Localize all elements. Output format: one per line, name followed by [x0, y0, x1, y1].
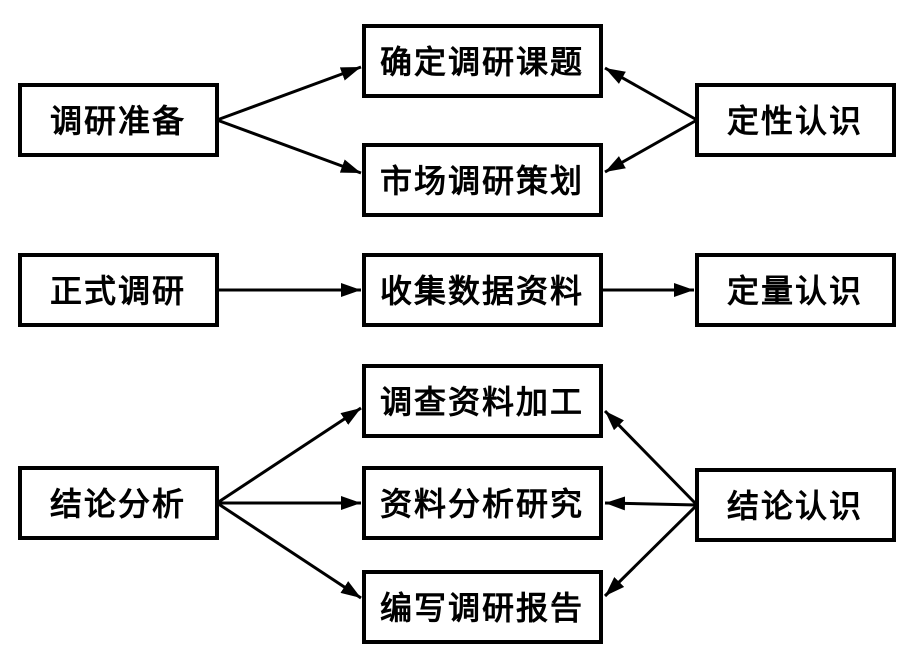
node-quantitative-label: 定量认识 [727, 272, 863, 310]
node-qualitative-box [695, 83, 896, 157]
node-data-analysis: 资料分析研究 [362, 466, 603, 540]
node-conclusion-knowledge-box [695, 468, 896, 542]
node-define-topic-box [362, 24, 603, 98]
node-collect-data: 收集数据资料 [362, 253, 603, 327]
node-qualitative: 定性认识 [695, 83, 896, 157]
node-market-plan: 市场调研策划 [362, 143, 603, 217]
node-define-topic-label: 确定调研课题 [380, 43, 584, 81]
node-formal-box [18, 253, 219, 327]
edge-conclusion-analysis-to-write-report [216, 501, 362, 600]
node-quantitative-box [695, 253, 896, 327]
node-data-analysis-label: 资料分析研究 [380, 485, 584, 523]
edge-qualitative-to-market-plan [604, 118, 698, 174]
node-data-processing: 调查资料加工 [362, 364, 603, 438]
node-data-processing-box [362, 364, 603, 438]
node-data-analysis-box [362, 466, 603, 540]
node-collect-data-box [362, 253, 603, 327]
edge-conclusion-knowledge-to-write-report [603, 503, 699, 598]
edge-prep-to-market-plan [216, 118, 362, 175]
edge-conclusion-analysis-to-data-processing [216, 406, 362, 505]
edge-prep-to-define-topic [216, 65, 362, 122]
node-market-plan-label: 市场调研策划 [380, 162, 584, 200]
node-formal-label: 正式调研 [50, 272, 186, 310]
edge-conclusion-knowledge-to-data-processing [603, 409, 699, 507]
node-data-processing-label: 调查资料加工 [380, 383, 584, 421]
node-conclusion-knowledge: 结论认识 [695, 468, 896, 542]
node-conclusion-analysis: 结论分析 [18, 466, 219, 540]
node-prep-box [18, 83, 219, 157]
node-write-report-box [362, 570, 603, 644]
node-prep-label: 调研准备 [50, 102, 186, 140]
node-prep: 调研准备 [18, 83, 219, 157]
node-quantitative: 定量认识 [695, 253, 896, 327]
edge-qualitative-to-define-topic [604, 66, 698, 122]
node-conclusion-analysis-label: 结论分析 [50, 485, 186, 523]
node-define-topic: 确定调研课题 [362, 24, 603, 98]
node-write-report: 编写调研报告 [362, 570, 603, 644]
node-conclusion-knowledge-label: 结论认识 [727, 487, 863, 525]
node-write-report-label: 编写调研报告 [380, 589, 584, 627]
node-formal: 正式调研 [18, 253, 219, 327]
node-conclusion-analysis-box [18, 466, 219, 540]
edge-conclusion-knowledge-to-data-analysis [604, 496, 698, 511]
node-collect-data-label: 收集数据资料 [380, 272, 584, 310]
node-market-plan-box [362, 143, 603, 217]
node-qualitative-label: 定性认识 [727, 102, 863, 140]
